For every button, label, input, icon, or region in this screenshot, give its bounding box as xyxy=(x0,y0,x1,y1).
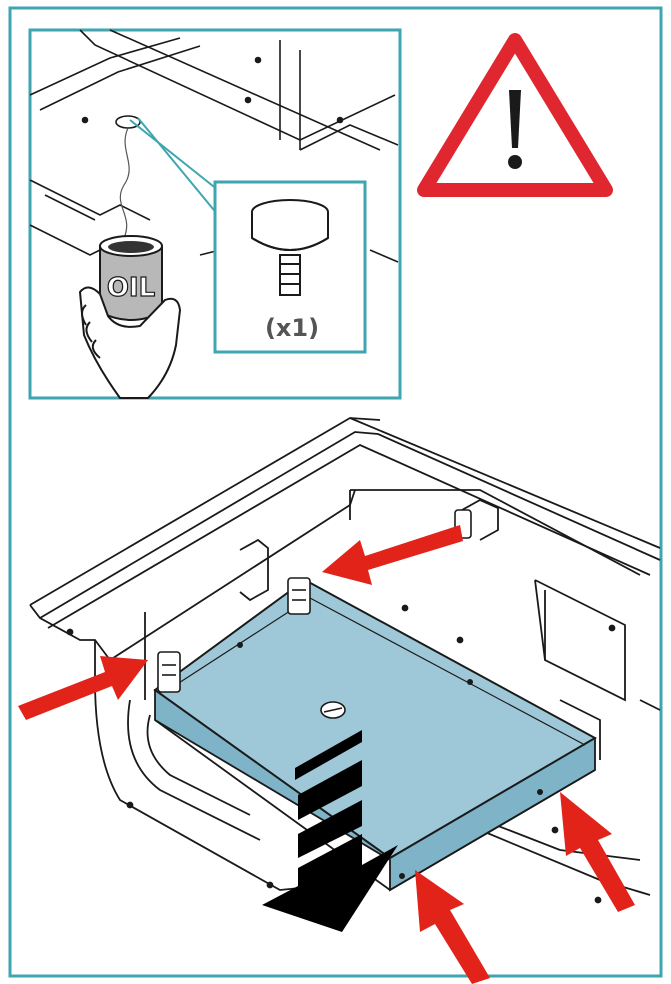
warning-triangle-icon xyxy=(417,33,613,197)
removable-panel xyxy=(153,509,598,892)
arrow-right-latch-icon xyxy=(322,525,463,585)
oil-can-icon: OIL xyxy=(99,235,163,321)
hood-underside-lines xyxy=(29,29,399,330)
screw-icon xyxy=(251,199,329,296)
latch-right xyxy=(287,577,311,615)
oil-can-label: OIL xyxy=(107,273,155,303)
inset-panel: (x1) OIL xyxy=(28,28,402,400)
panel-screw-icon xyxy=(320,701,346,719)
outer-frame xyxy=(8,6,663,978)
arrow-bottom-right-icon xyxy=(560,792,635,912)
screw-count-label: (x1) xyxy=(265,314,319,342)
red-arrows xyxy=(18,525,635,984)
arrow-left-latch-icon xyxy=(18,656,148,720)
down-arrow-icon xyxy=(262,730,398,932)
latch-left xyxy=(157,651,181,693)
hood-body xyxy=(29,417,661,904)
hand-icon xyxy=(78,286,182,399)
oil-drip xyxy=(119,127,130,239)
arrow-bottom-icon xyxy=(415,870,490,984)
